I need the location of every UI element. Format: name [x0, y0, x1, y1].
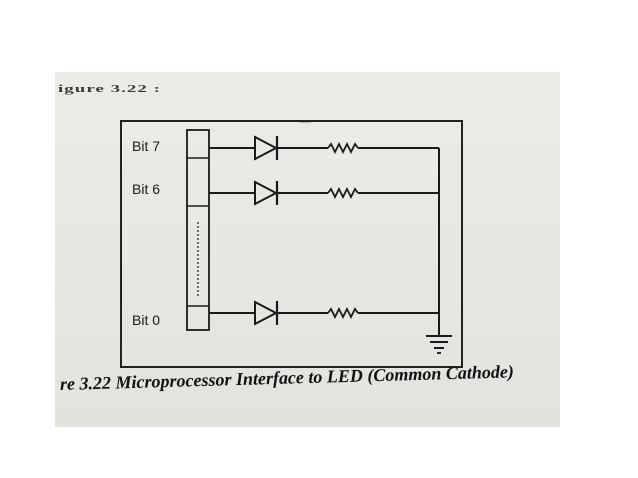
ground-icon: [426, 335, 452, 354]
bit6-label: Bit 6: [132, 181, 161, 197]
row-bit7: [209, 135, 439, 161]
resistor-icon: [327, 141, 359, 155]
figure-header-fragment: igure 3.22 :: [58, 83, 161, 95]
row-bit6: [209, 180, 439, 206]
bit7-label: Bit 7: [132, 138, 161, 154]
port-block: [186, 129, 210, 331]
diode-icon: [254, 180, 279, 206]
figure-frame: [120, 120, 463, 368]
resistor-icon: [327, 186, 359, 200]
bit0-label: Bit 0: [132, 312, 161, 328]
diode-icon: [254, 135, 279, 161]
resistor-icon: [327, 306, 359, 320]
diode-icon: [254, 300, 279, 326]
row-bit0: [209, 300, 439, 326]
